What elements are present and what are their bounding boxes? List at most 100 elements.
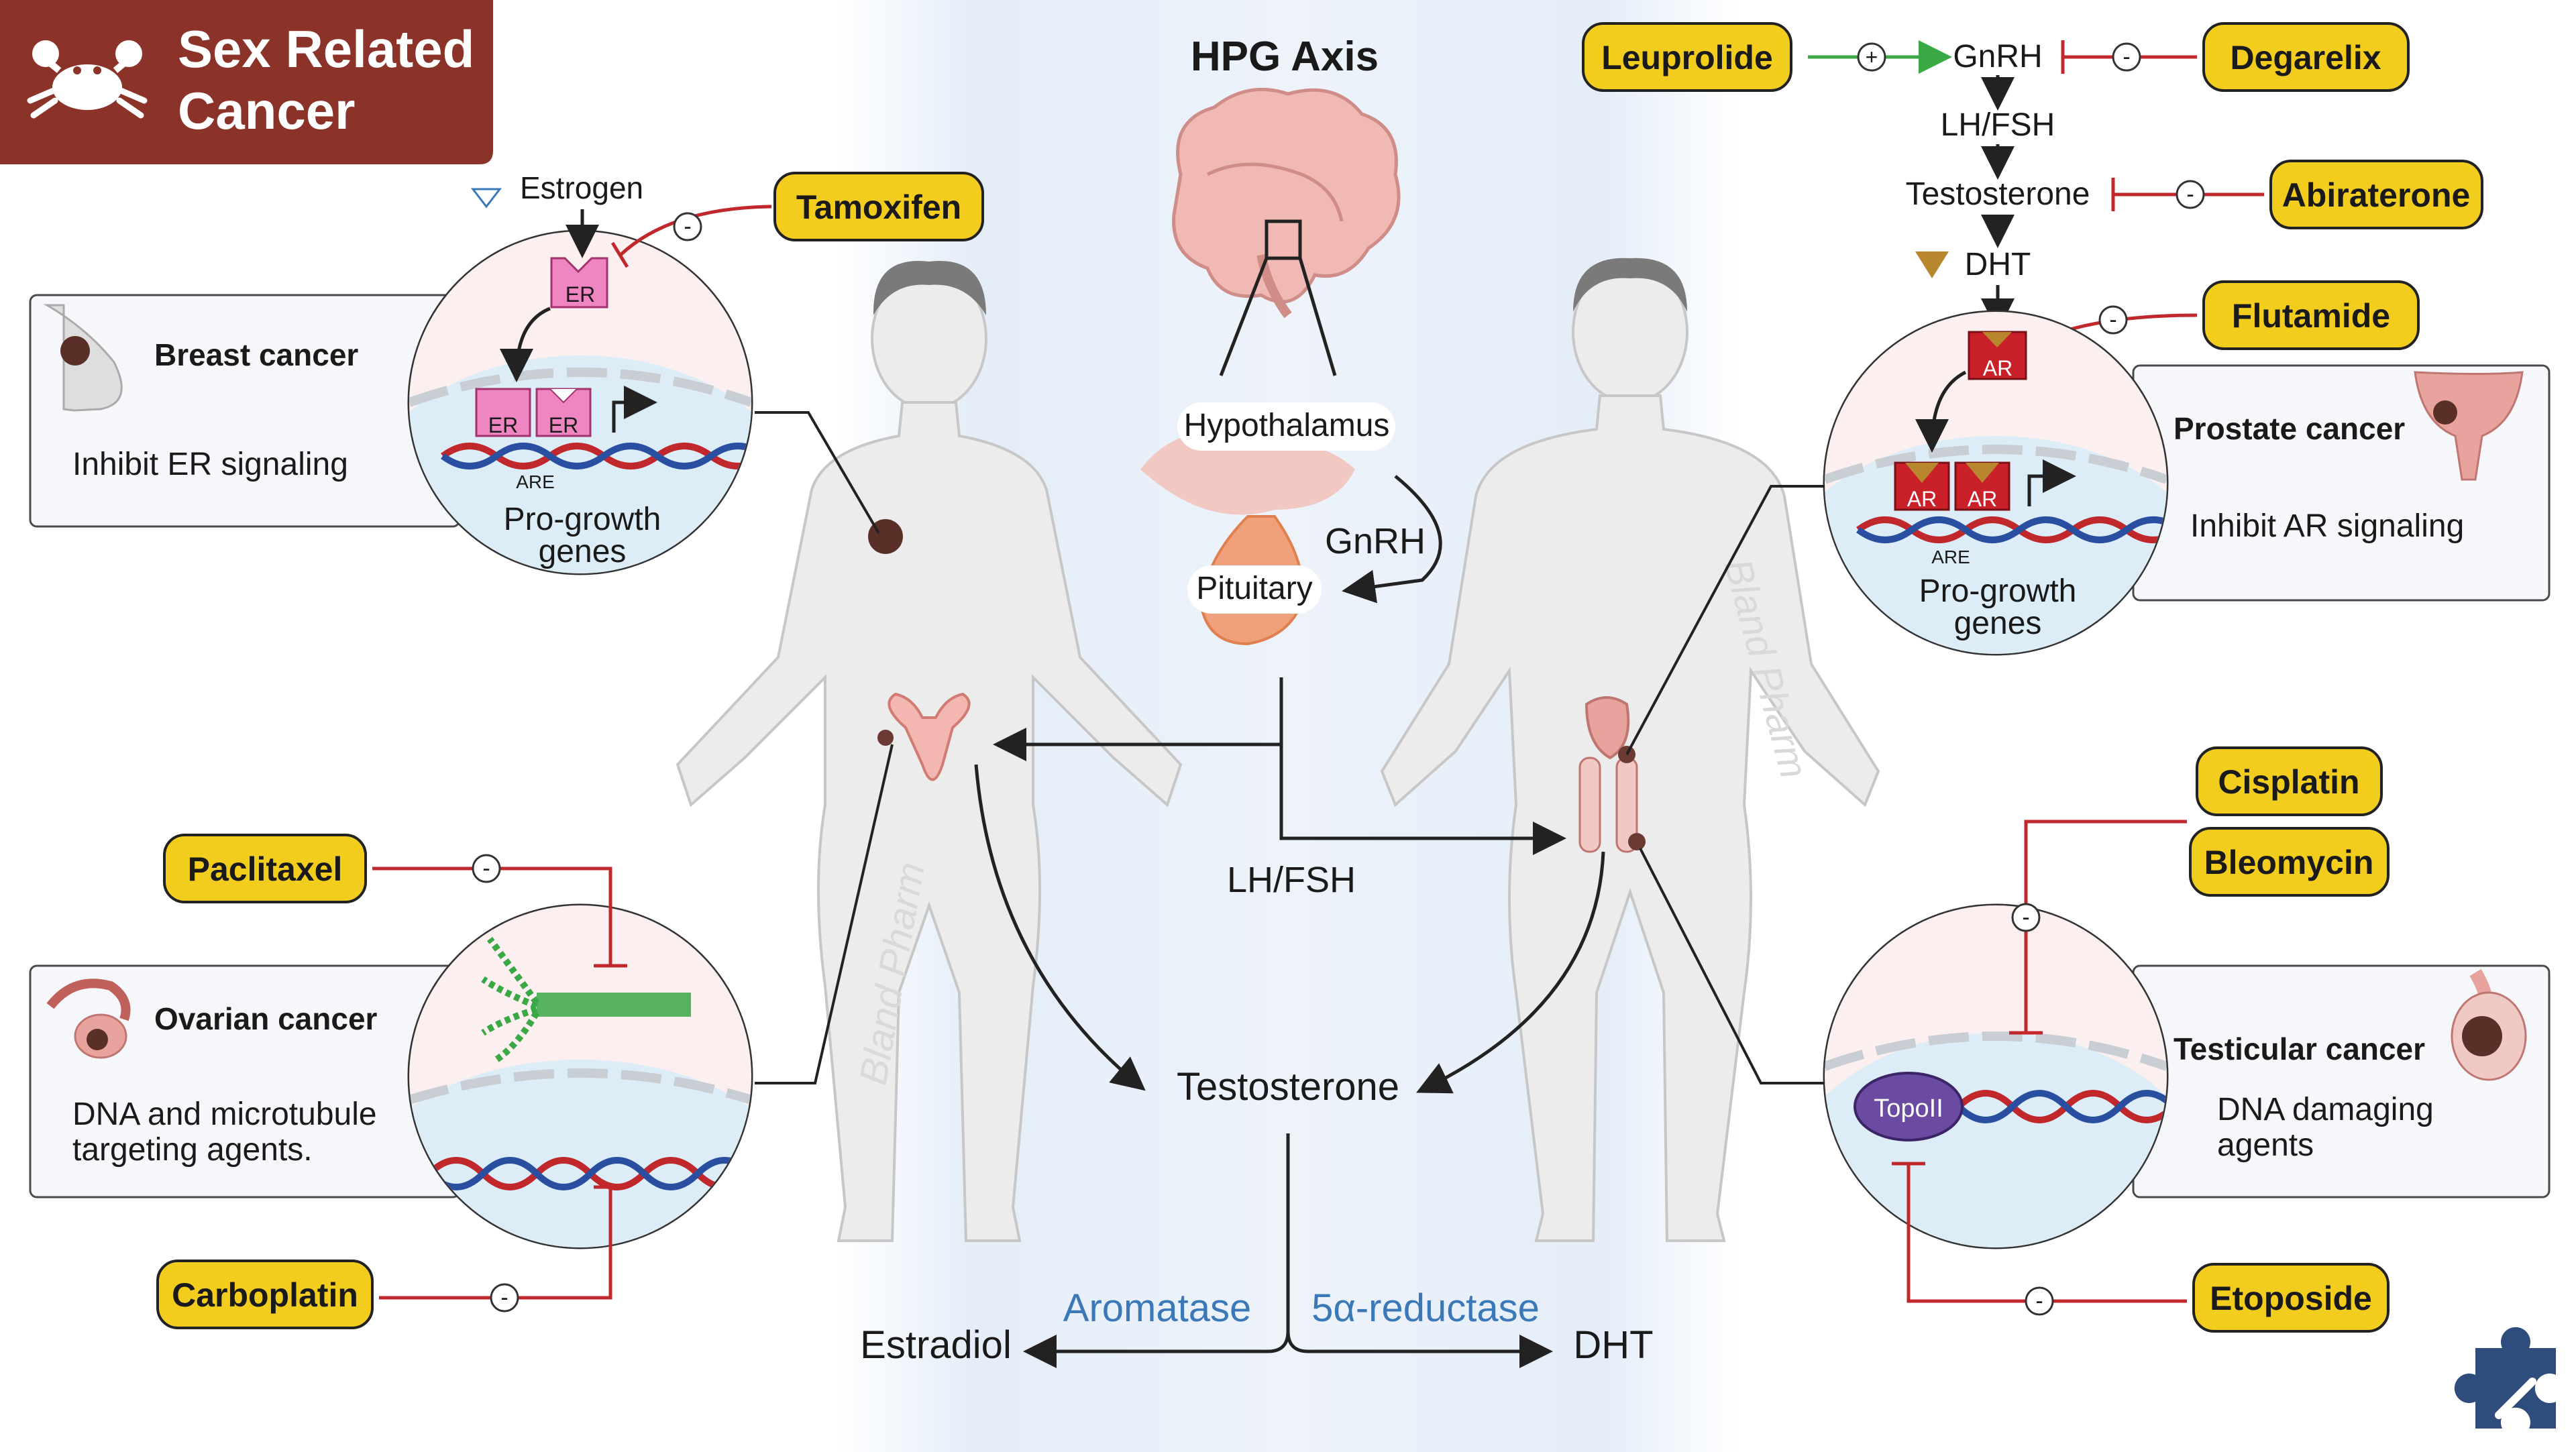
prostate-callout-line xyxy=(1625,485,1825,755)
ovarian-callout-line xyxy=(755,744,894,1084)
ovarian-cancer-title: Ovarian cancer xyxy=(154,1001,378,1036)
ar-nucleus-arrow xyxy=(1915,370,1967,453)
minus-symbol: - xyxy=(500,1285,508,1310)
estrogen-triangle-icon xyxy=(470,188,502,209)
transcription-arrow xyxy=(612,386,657,433)
ar-dimer-label-1: AR xyxy=(1907,487,1937,511)
topoii-label: TopoII xyxy=(1874,1095,1943,1123)
ar-dimer-label-2: AR xyxy=(1968,487,1997,511)
carboplatin-label: Carboplatin xyxy=(172,1276,358,1314)
prostate-icon xyxy=(2414,371,2524,481)
puzzle-logo-icon xyxy=(2454,1327,2556,1429)
degarelix-drug: Degarelix xyxy=(2202,22,2410,92)
breast-icon xyxy=(43,304,123,412)
ovary-icon xyxy=(46,979,131,1059)
gnrh-center-label: GnRH xyxy=(1325,521,1426,561)
minus-sign xyxy=(2176,180,2205,209)
lhfsh-label: LH/FSH xyxy=(1227,860,1356,900)
leuprolide-label: Leuprolide xyxy=(1601,39,1773,76)
header-title-line1: Sex Related xyxy=(178,19,474,78)
minus-symbol: - xyxy=(2109,307,2116,333)
ovarian-desc-line2: targeting agents. xyxy=(72,1132,313,1168)
testicular-cancer-title: Testicular cancer xyxy=(2174,1031,2425,1066)
hpg-axis-title: HPG Axis xyxy=(1191,34,1379,80)
er-dimer-label-1: ER xyxy=(488,413,518,437)
minus-symbol: - xyxy=(482,856,490,881)
breast-cancer-desc: Inhibit ER signaling xyxy=(72,447,348,482)
header-title-line2: Cancer xyxy=(178,81,355,140)
carboplatin-drug: Carboplatin xyxy=(156,1260,374,1329)
testicular-callout-line xyxy=(1639,848,1825,1084)
breast-cancer-title: Breast cancer xyxy=(154,337,358,372)
er-dimer-icon: ER ER xyxy=(475,388,592,437)
er-nucleus-arrow xyxy=(500,306,551,382)
minus-sign xyxy=(2011,903,2041,932)
cisplatin-label: Cisplatin xyxy=(2218,763,2359,801)
pathway-gnrh: GnRH xyxy=(1953,39,2042,74)
hypothalamus-label-bg xyxy=(1177,402,1395,451)
gnrh-arrow xyxy=(1342,475,1442,604)
minus-sign xyxy=(2098,305,2128,335)
brain-zoom-lines xyxy=(1219,258,1337,376)
reductase-label: 5α-reductase xyxy=(1311,1286,1540,1330)
minus-symbol: - xyxy=(2186,182,2194,207)
prostate-are-label: ARE xyxy=(1931,547,1970,567)
breast-are-label: ARE xyxy=(516,471,555,492)
estradiol-label: Estradiol xyxy=(860,1323,1012,1367)
cisplatin-bleomycin-inhibit-line xyxy=(2009,820,2187,1035)
lhfsh-to-testis-arrow xyxy=(1279,744,1566,855)
female-body-figure xyxy=(676,261,1183,1242)
paclitaxel-label: Paclitaxel xyxy=(188,850,343,888)
minus-sign xyxy=(490,1283,519,1313)
etoposide-drug: Etoposide xyxy=(2192,1263,2390,1333)
leuprolide-drug: Leuprolide xyxy=(1582,22,1792,92)
breast-cancer-panel xyxy=(29,294,461,528)
male-organ-icon xyxy=(1578,696,1646,853)
paclitaxel-inhibit-line xyxy=(372,867,627,968)
bleomycin-label: Bleomycin xyxy=(2204,844,2374,881)
prostate-cancer-title: Prostate cancer xyxy=(2174,411,2405,446)
carboplatin-inhibit-line xyxy=(379,1185,627,1300)
minus-symbol: - xyxy=(2022,905,2029,930)
minus-sign xyxy=(2112,42,2141,72)
ar-transcription-arrow xyxy=(2027,459,2076,506)
ar-receptor-icon: AR xyxy=(1968,331,2027,380)
ar-dimer-icon: AR AR xyxy=(1894,461,2010,511)
plus-sign xyxy=(1857,42,1886,72)
er-label: ER xyxy=(566,282,595,306)
etoposide-label: Etoposide xyxy=(2210,1280,2372,1317)
pathway-testosterone: Testosterone xyxy=(1906,176,2090,212)
minus-symbol: - xyxy=(2035,1288,2043,1314)
prostate-genes-line2: genes xyxy=(1954,606,2042,641)
crab-icon xyxy=(27,40,148,119)
minus-sign xyxy=(2025,1286,2054,1316)
abiraterone-label: Abiraterone xyxy=(2282,176,2471,214)
plus-symbol: + xyxy=(1866,45,1878,69)
paclitaxel-drug: Paclitaxel xyxy=(163,834,367,903)
bleomycin-drug: Bleomycin xyxy=(2189,827,2390,897)
header-badge: Sex Related Cancer xyxy=(0,0,493,164)
breast-genes-line1: Pro-growth xyxy=(504,502,661,537)
cisplatin-drug: Cisplatin xyxy=(2196,746,2383,816)
pathway-lhfsh: LH/FSH xyxy=(1941,107,2055,143)
testis-testosterone-arrow xyxy=(1415,851,1605,1094)
er-receptor-icon: ER xyxy=(550,257,608,309)
hypothalamus-label: Hypothalamus xyxy=(1184,408,1390,443)
ovarian-cell-contents xyxy=(409,905,751,1247)
testicular-desc-line2: agents xyxy=(2217,1127,2314,1163)
estrogen-label: Estrogen xyxy=(520,170,643,205)
testis-icon xyxy=(2451,968,2527,1081)
minus-symbol: - xyxy=(2123,44,2130,70)
abiraterone-drug: Abiraterone xyxy=(2269,160,2483,229)
pituitary-label-bg xyxy=(1187,565,1322,614)
dht-triangle-icon xyxy=(1915,252,1949,278)
tamoxifen-drug: Tamoxifen xyxy=(773,172,984,241)
uterus-icon xyxy=(877,692,971,781)
breast-callout-line xyxy=(755,411,880,535)
prostate-genes-line1: Pro-growth xyxy=(1919,573,2077,609)
brain-icon xyxy=(1172,87,1401,319)
testosterone-center-label: Testosterone xyxy=(1177,1065,1399,1109)
flutamide-label: Flutamide xyxy=(2232,297,2390,335)
prostate-cancer-desc: Inhibit AR signaling xyxy=(2190,508,2464,544)
